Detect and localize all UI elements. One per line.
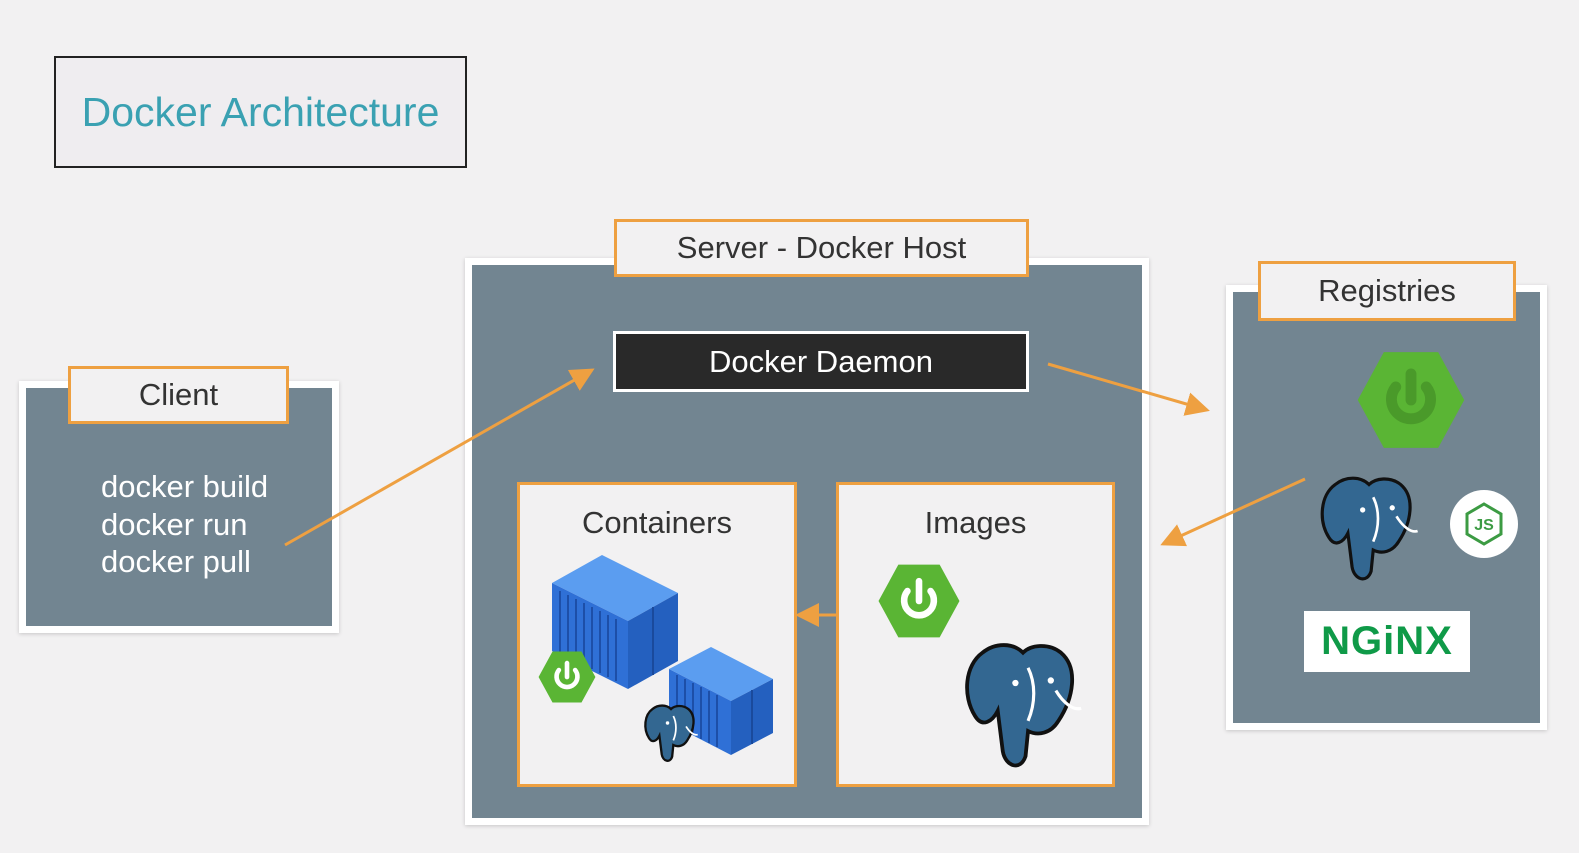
spring-icon [1356,350,1466,450]
container-icon [550,553,680,693]
images-box: Images [836,482,1115,787]
page-title: Docker Architecture [54,56,467,168]
arrow-registries-to-images [1160,477,1306,547]
nodejs-icon: JS [1450,490,1518,558]
containers-box: Containers [517,482,797,787]
container-icon [667,645,775,757]
arrow-daemon-to-registries [1047,362,1210,416]
docker-daemon-box: Docker Daemon [613,331,1029,392]
registries-label: Registries [1258,261,1516,321]
command-docker-build: docker build [101,469,269,504]
command-docker-pull: docker pull [101,544,251,579]
spring-icon [538,650,596,704]
containers-label: Containers [582,505,732,540]
svg-text:JS: JS [1474,517,1494,534]
images-label: Images [924,505,1027,540]
spring-icon [877,563,961,639]
postgresql-icon [642,703,700,765]
arrow-client-to-daemon [284,368,595,547]
postgresql-icon [1314,474,1424,586]
client-label: Client [68,366,289,424]
postgresql-icon [959,640,1087,774]
command-docker-run: docker run [101,506,248,542]
docker-host-label: Server - Docker Host [614,219,1029,277]
client-commands: docker build docker run docker pull [101,468,321,581]
nginx-logo: NGiNX [1304,611,1470,672]
